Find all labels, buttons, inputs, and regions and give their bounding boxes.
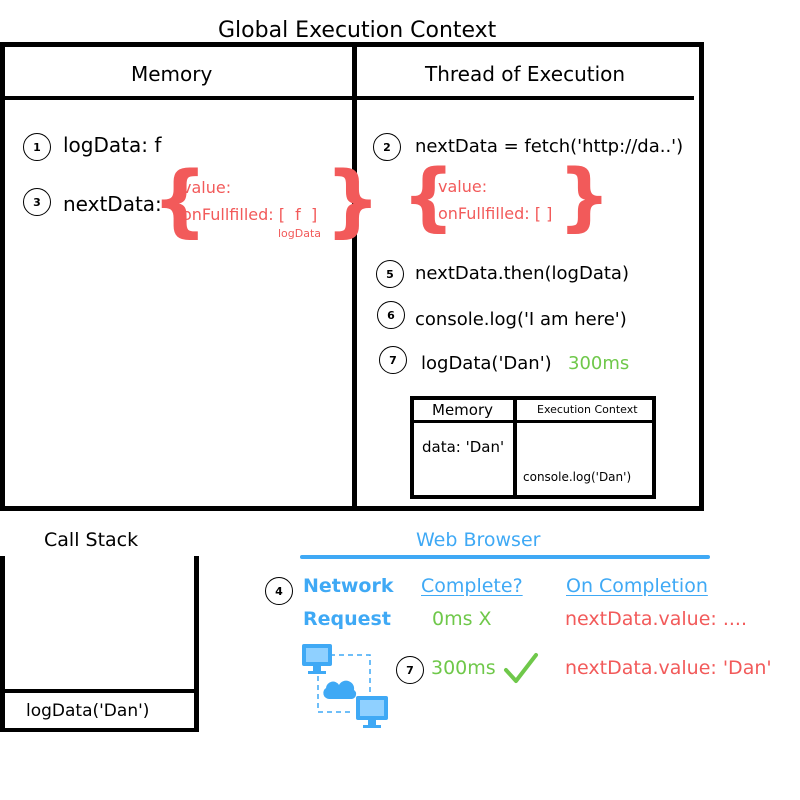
call-stack-title: Call Stack	[44, 529, 139, 551]
step-5-badge: 5	[376, 260, 404, 288]
call-stack-frame-label: logData('Dan')	[26, 701, 150, 721]
network-icon	[302, 644, 388, 728]
inner-divider	[513, 396, 517, 499]
thread-line-5: nextData.then(logData)	[415, 263, 629, 284]
step-2-badge: 2	[373, 133, 401, 161]
thread-obj-onfulfilled: onFullfilled: [ ]	[438, 204, 553, 223]
request-label: Request	[303, 608, 391, 630]
inner-memory-value: data: 'Dan'	[422, 438, 505, 456]
row2-complete: 300ms	[431, 657, 496, 679]
thread-header-underline	[357, 96, 694, 100]
thread-time-7: 300ms	[568, 353, 630, 374]
inner-execution-context	[410, 396, 656, 499]
call-stack-bottom	[0, 728, 199, 732]
memory-header: Memory	[131, 62, 213, 86]
inner-exec-header: Execution Context	[537, 403, 638, 416]
network-label: Network	[303, 575, 394, 597]
page-title: Global Execution Context	[218, 18, 497, 43]
memory-obj-onfulfilled: onFullfilled: [ f ]	[182, 205, 318, 224]
web-browser-underline	[300, 555, 710, 559]
thread-line-2: nextData = fetch('http://da..')	[415, 136, 684, 157]
call-stack-left-wall	[0, 556, 5, 732]
inner-header-underline	[410, 420, 656, 423]
context-divider	[352, 42, 357, 511]
inner-memory-header: Memory	[432, 401, 494, 419]
memory-obj-caption: logData	[278, 227, 322, 240]
inner-exec-value: console.log('Dan')	[523, 470, 632, 484]
memory-right-brace-icon: }	[325, 156, 381, 246]
step-6-badge: 6	[377, 301, 405, 329]
checkmark-icon	[504, 653, 538, 683]
thread-left-brace-icon: {	[402, 154, 455, 240]
thread-line-6: console.log('I am here')	[415, 309, 627, 330]
memory-obj-value: value:	[182, 178, 232, 197]
row1-complete: 0ms X	[432, 608, 492, 630]
step-3-badge: 3	[23, 188, 51, 216]
thread-line-7: logData('Dan')	[421, 353, 552, 374]
step-4-badge: 4	[265, 577, 293, 605]
row1-completion: nextData.value: ....	[565, 608, 747, 630]
col-complete-header: Complete?	[421, 575, 523, 597]
call-stack-right-wall	[194, 556, 199, 732]
call-stack-frame	[0, 689, 199, 732]
web-browser-title: Web Browser	[416, 529, 541, 551]
memory-left-brace-icon: {	[152, 156, 208, 246]
step-7-browser-badge: 7	[396, 656, 424, 684]
thread-right-brace-icon: }	[558, 154, 611, 240]
memory-header-underline	[0, 96, 357, 100]
memory-logdata: logData: f	[63, 133, 162, 157]
memory-nextdata: nextData:	[63, 192, 162, 216]
thread-obj-value: value:	[438, 177, 488, 196]
col-completion-header: On Completion	[566, 575, 708, 597]
step-1-badge: 1	[23, 133, 51, 161]
row2-completion: nextData.value: 'Dan'	[565, 657, 772, 679]
thread-header: Thread of Execution	[425, 62, 626, 86]
step-7-badge: 7	[379, 346, 407, 374]
